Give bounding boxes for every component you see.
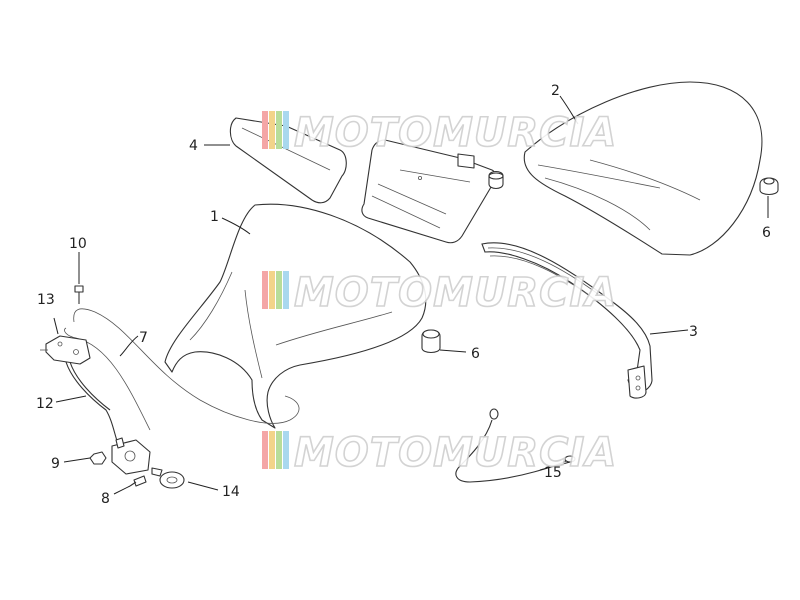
- part-2-passenger-seat: [523, 81, 763, 256]
- watermark-stripe: [269, 271, 275, 309]
- watermark-stripe: [269, 431, 275, 469]
- watermark-stripe: [262, 271, 268, 309]
- watermark-stripe: [262, 111, 268, 149]
- watermark-stripe: [262, 431, 268, 469]
- callout-15: 15: [544, 465, 562, 481]
- watermark-stripe: [283, 111, 289, 149]
- part-14-key: [151, 467, 185, 489]
- callout-12: 12: [36, 396, 54, 412]
- lock-assembly: [111, 437, 151, 475]
- watermark-text: MOTOMURCIA: [294, 430, 617, 476]
- part-12-cable: [65, 361, 119, 445]
- part-10-bolt: [74, 285, 84, 304]
- watermark-stripe: [276, 431, 282, 469]
- callout-1: 1: [210, 209, 219, 225]
- callout-4: 4: [189, 138, 198, 154]
- watermark-bottom: MOTOMURCIA: [262, 429, 617, 477]
- part-13-lock-bracket: [40, 335, 91, 365]
- watermark-stripe: [276, 271, 282, 309]
- part-1-main-seat: [164, 203, 427, 429]
- part-3-grab-rail: [481, 242, 653, 399]
- callout-3: 3: [689, 324, 698, 340]
- seat-bracket: [361, 139, 496, 244]
- part-9-nut: [89, 451, 107, 465]
- watermark-stripe: [283, 431, 289, 469]
- watermark-middle: MOTOMURCIA: [262, 269, 617, 317]
- part-8-screw: [129, 475, 147, 487]
- leader-lines: [53, 95, 769, 495]
- callout-6-middle: 6: [471, 346, 480, 362]
- callout-14: 14: [222, 484, 240, 500]
- bumper-right: [759, 177, 779, 196]
- watermark-top: MOTOMURCIA: [262, 109, 617, 157]
- watermark-text: MOTOMURCIA: [294, 110, 617, 156]
- bumper-near-bracket: [488, 170, 504, 190]
- callout-labels: 4 2 1 3 6 6 7 13 10 12 9 8 14 15: [36, 83, 771, 507]
- callout-6-right: 6: [762, 225, 771, 241]
- callout-7: 7: [139, 330, 148, 346]
- watermark-stripe: [269, 111, 275, 149]
- callout-13: 13: [37, 292, 55, 308]
- callout-8: 8: [101, 491, 110, 507]
- watermark-stripe: [276, 111, 282, 149]
- callout-2: 2: [551, 83, 560, 99]
- watermark-stripe: [283, 271, 289, 309]
- watermark-text: MOTOMURCIA: [294, 270, 617, 316]
- callout-9: 9: [51, 456, 60, 472]
- bumper-middle: [421, 329, 441, 354]
- callout-10: 10: [69, 236, 87, 252]
